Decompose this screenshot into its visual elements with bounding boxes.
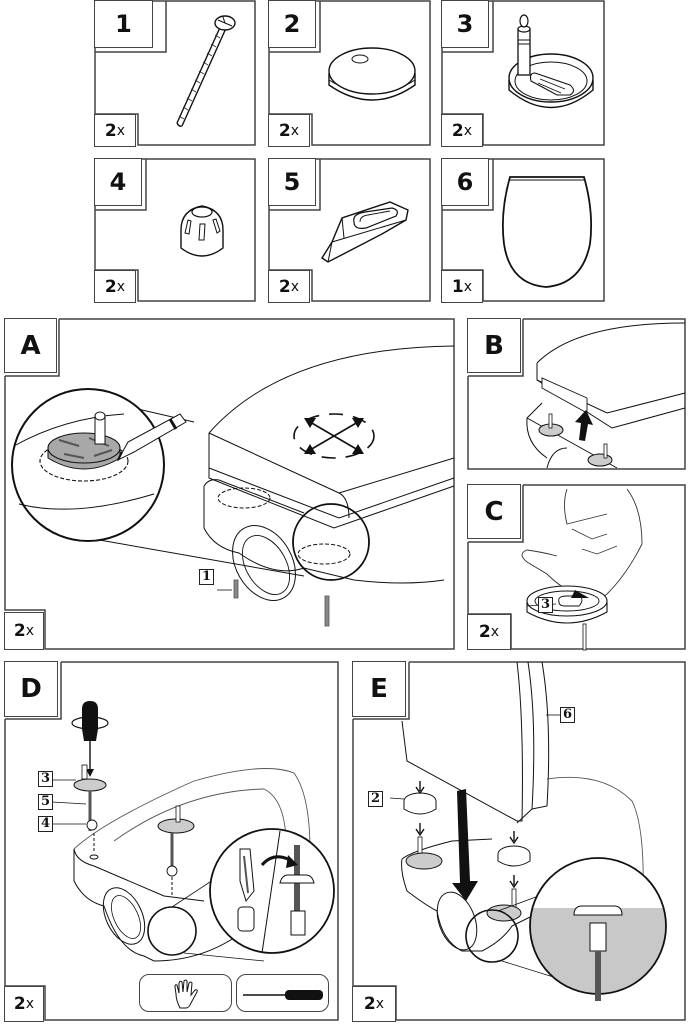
tool-screwdriver: [236, 974, 329, 1012]
step-c-qty-value: 2: [478, 622, 491, 642]
part-qty-2-unit: x: [290, 122, 300, 139]
part-number-6-text: 6: [456, 168, 474, 196]
step-d-callout-3: 3: [38, 771, 54, 787]
part-number-1-text: 1: [115, 10, 132, 38]
wedge-plate-icon: [321, 201, 409, 263]
step-b-outline: [467, 318, 686, 470]
step-c-callout-3: 3: [538, 597, 554, 613]
part-number-5-text: 5: [283, 168, 301, 196]
step-label-c-text: C: [484, 496, 504, 527]
step-d-callout-5: 5: [38, 794, 54, 810]
tool-hand-tighten: [139, 974, 232, 1012]
step-e-callout-6: 6: [560, 707, 576, 723]
step-label-c: C: [467, 484, 521, 539]
part-number-4-text: 4: [109, 168, 127, 196]
step-d-illustration: [51, 701, 335, 962]
part-qty-5-value: 2: [278, 276, 291, 297]
part-number-3-text: 3: [456, 10, 474, 38]
step-b-illustration: [526, 322, 686, 469]
step-d-callout-5-text: 5: [41, 794, 51, 809]
part-number-2: 2: [268, 0, 316, 48]
step-a-outline: [4, 318, 455, 650]
part-qty-5-unit: x: [290, 278, 300, 295]
step-label-d-text: D: [20, 674, 42, 704]
step-a-callout-1: 1: [199, 569, 215, 585]
part-number-2-text: 2: [283, 10, 301, 38]
part-qty-2-value: 2: [278, 120, 291, 141]
hand-icon: [174, 979, 198, 1009]
cover-cap-icon: [328, 47, 416, 101]
step-d-callout-4: 4: [38, 816, 54, 832]
step-a-qty-value: 2: [13, 621, 26, 641]
step-label-b: B: [467, 318, 521, 373]
part-qty-4-unit: x: [116, 278, 126, 295]
part-qty-6-unit: x: [463, 278, 473, 295]
part-number-3: 3: [441, 0, 489, 48]
part-number-6: 6: [441, 158, 489, 206]
part-qty-4-value: 2: [104, 276, 117, 297]
screw-bolt-icon: [176, 15, 236, 127]
step-e-callout-6-text: 6: [563, 707, 573, 722]
part-number-4: 4: [94, 158, 142, 206]
part-number-1: 1: [94, 0, 153, 48]
step-a-callout-1-text: 1: [202, 569, 212, 584]
step-d-callout-4-text: 4: [41, 816, 51, 831]
part-qty-3-unit: x: [463, 122, 473, 139]
step-label-b-text: B: [484, 330, 504, 361]
part-qty-6-value: 1: [451, 276, 464, 297]
step-label-a: A: [4, 318, 57, 373]
part-number-5: 5: [268, 158, 316, 206]
screwdriver-icon: [243, 990, 323, 1000]
step-e-qty-unit: x: [375, 996, 385, 1012]
hinge-base-icon: [508, 14, 594, 109]
step-c-callout-3-text: 3: [541, 597, 551, 612]
part-qty-3-value: 2: [451, 120, 464, 141]
step-label-d: D: [4, 661, 58, 717]
part-qty-1-unit: x: [116, 122, 126, 139]
step-d-qty-unit: x: [25, 996, 35, 1012]
step-a-qty-unit: x: [25, 623, 35, 639]
step-a-panel: [4, 318, 455, 650]
step-label-e: E: [352, 661, 406, 717]
part-qty-1-value: 2: [104, 120, 117, 141]
toilet-seat-icon: [501, 176, 593, 288]
step-label-a-text: A: [20, 330, 41, 361]
step-e-qty-value: 2: [363, 994, 376, 1014]
step-e-callout-2-text: 2: [371, 791, 381, 806]
step-c-qty-unit: x: [490, 624, 500, 640]
step-e-illustration: [389, 661, 667, 1001]
step-a-illustration: [11, 345, 455, 627]
step-d-callout-3-text: 3: [41, 771, 51, 786]
expansion-nut-icon: [180, 205, 224, 257]
step-b-panel: [467, 318, 686, 470]
step-label-e-text: E: [370, 674, 388, 704]
step-d-qty-value: 2: [13, 994, 26, 1014]
step-e-callout-2: 2: [368, 791, 384, 807]
